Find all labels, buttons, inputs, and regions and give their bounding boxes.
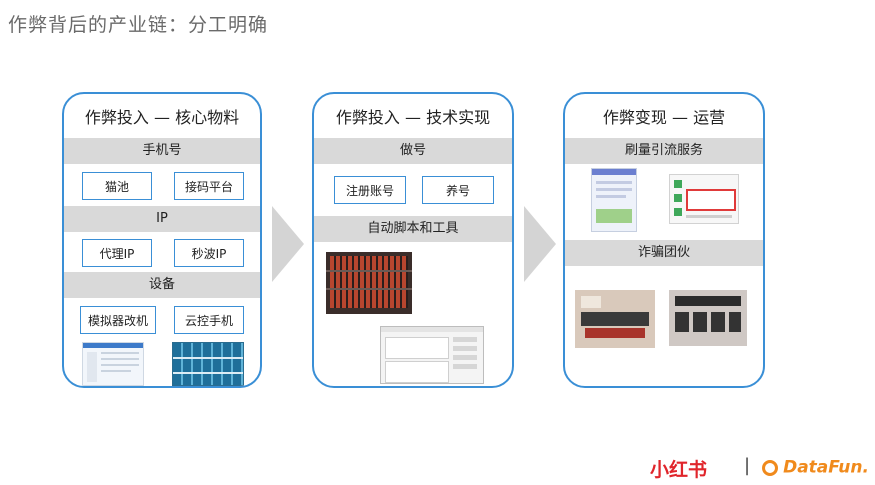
section-device: 设备 xyxy=(64,272,260,298)
item-second-dial-ip: 秒波IP xyxy=(174,239,244,267)
chat-list-screenshot-image xyxy=(669,174,739,224)
fraud-office-photo-image xyxy=(575,290,655,348)
card-title: 作弊投入 — 技术实现 xyxy=(335,108,491,127)
section-phone-number: 手机号 xyxy=(64,138,260,164)
item-register-account: 注册账号 xyxy=(334,176,406,204)
card-title: 作弊投入 — 核心物料 xyxy=(84,108,240,127)
cloud-phone-screenshot-image xyxy=(172,342,244,386)
datafun-logo: DataFun. xyxy=(762,457,869,481)
item-cloud-phone: 云控手机 xyxy=(174,306,244,334)
item-nurture-account: 养号 xyxy=(422,176,494,204)
card-tech-implementation: 作弊投入 — 技术实现 做号 注册账号 养号 自动脚本和工具 xyxy=(312,92,514,388)
page-title: 作弊背后的产业链：分工明确 xyxy=(8,14,269,36)
datafun-mark-icon xyxy=(762,459,778,476)
card-core-materials: 作弊投入 — 核心物料 手机号 猫池 接码平台 IP 代理IP 秒波IP 设备 … xyxy=(62,92,262,388)
device-wall-photo-image xyxy=(326,252,412,314)
card-title: 作弊变现 — 运营 xyxy=(602,108,726,127)
item-sms-platform: 接码平台 xyxy=(174,172,244,200)
section-fraud-group: 诈骗团伙 xyxy=(565,240,763,266)
emulator-screenshot-image xyxy=(82,342,144,386)
datafun-wordmark: DataFun. xyxy=(783,457,869,478)
tool-window-screenshot-image xyxy=(380,326,484,384)
footer-separator: | xyxy=(744,455,751,476)
xiaohongshu-logo: 小红书 xyxy=(650,459,708,481)
traffic-service-screenshot-image xyxy=(591,168,637,232)
seized-devices-photo-image xyxy=(669,290,747,346)
section-account-making: 做号 xyxy=(314,138,512,164)
section-ip: IP xyxy=(64,206,260,232)
item-cat-pool: 猫池 xyxy=(82,172,152,200)
card-monetization-operations: 作弊变现 — 运营 刷量引流服务 诈骗团伙 xyxy=(563,92,765,388)
section-scripts-tools: 自动脚本和工具 xyxy=(314,216,512,242)
flow-arrow-right-icon xyxy=(272,206,304,282)
item-emulator-mod: 模拟器改机 xyxy=(80,306,156,334)
item-proxy-ip: 代理IP xyxy=(82,239,152,267)
flow-arrow-right-icon xyxy=(524,206,556,282)
section-traffic-service: 刷量引流服务 xyxy=(565,138,763,164)
